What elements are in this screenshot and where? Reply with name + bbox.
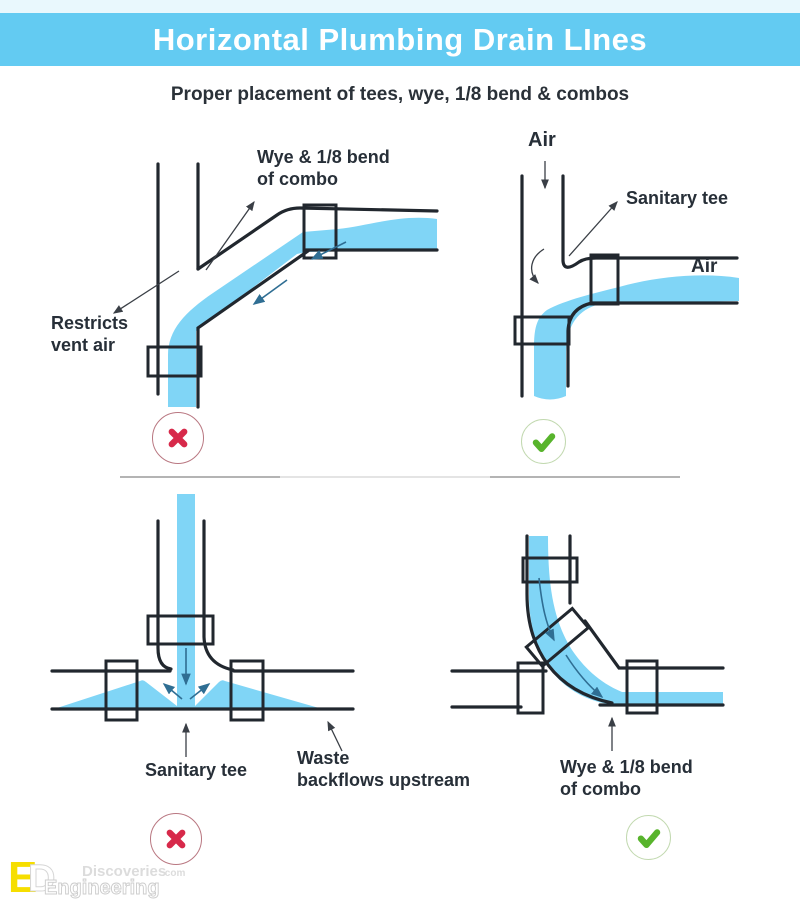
title-band: Horizontal Plumbing Drain LInes <box>0 13 800 66</box>
brand-discoveries: Discoveries <box>82 863 166 880</box>
label-wye-bend-bottom-right: Wye & 1/8 bend of combo <box>560 757 693 799</box>
label-arrows <box>112 200 255 314</box>
brand-com-suffix: .com <box>162 868 185 879</box>
pipe-outline <box>156 162 439 409</box>
panel-top-left-wye-on-horizontal <box>112 162 439 409</box>
watermark-logo: E D Discoveries .com Engineering <box>6 850 256 904</box>
pipe-outline <box>50 519 355 711</box>
flow-arrows <box>162 648 211 700</box>
water-flow <box>168 217 437 407</box>
pipe-couplings <box>513 253 620 346</box>
correct-icon <box>521 419 566 464</box>
label-sanitary-tee-top-right: Sanitary tee <box>626 188 729 208</box>
check-glyph <box>637 828 660 848</box>
label-waste-backflows: Waste backflows upstream <box>297 748 471 790</box>
label-arrows <box>529 161 618 284</box>
logo-letter-d: D <box>28 858 55 900</box>
correct-icon <box>626 815 671 860</box>
label-restricts-vent-air: Restricts vent air <box>51 313 129 355</box>
wrong-icon <box>150 813 202 865</box>
x-glyph <box>168 428 188 448</box>
label-wye-bend-top-left: Wye & 1/8 bend of combo <box>257 147 390 189</box>
label-air-top: Air <box>528 129 556 151</box>
panel-top-right-sanitary-tee-vent <box>513 161 739 400</box>
water-flow <box>529 536 723 704</box>
page-title: Horizontal Plumbing Drain LInes <box>152 21 648 57</box>
label-arrows <box>182 720 343 757</box>
label-sanitary-tee-bottom-left: Sanitary tee <box>145 760 248 780</box>
page-subtitle: Proper placement of tees, wye, 1/8 bend … <box>170 84 630 105</box>
panel-bottom-left-sanitary-tee-backflow <box>50 494 355 757</box>
check-glyph <box>532 432 555 452</box>
pipe-couplings <box>104 614 265 722</box>
x-glyph <box>166 829 186 849</box>
label-air-right: Air <box>691 256 718 277</box>
flow-arrows <box>252 241 347 305</box>
brand-engineering: Engineering <box>44 877 160 899</box>
panel-bottom-right-wye-bend <box>450 534 725 751</box>
top-strip <box>0 0 800 13</box>
water-flow <box>57 494 319 709</box>
brand-mark: E D Discoveries .com Engineering <box>8 853 185 902</box>
wrong-icon <box>152 412 204 464</box>
logo-letter-e: E <box>8 853 37 900</box>
flow-arrows <box>538 577 604 699</box>
water-flow <box>534 275 739 400</box>
